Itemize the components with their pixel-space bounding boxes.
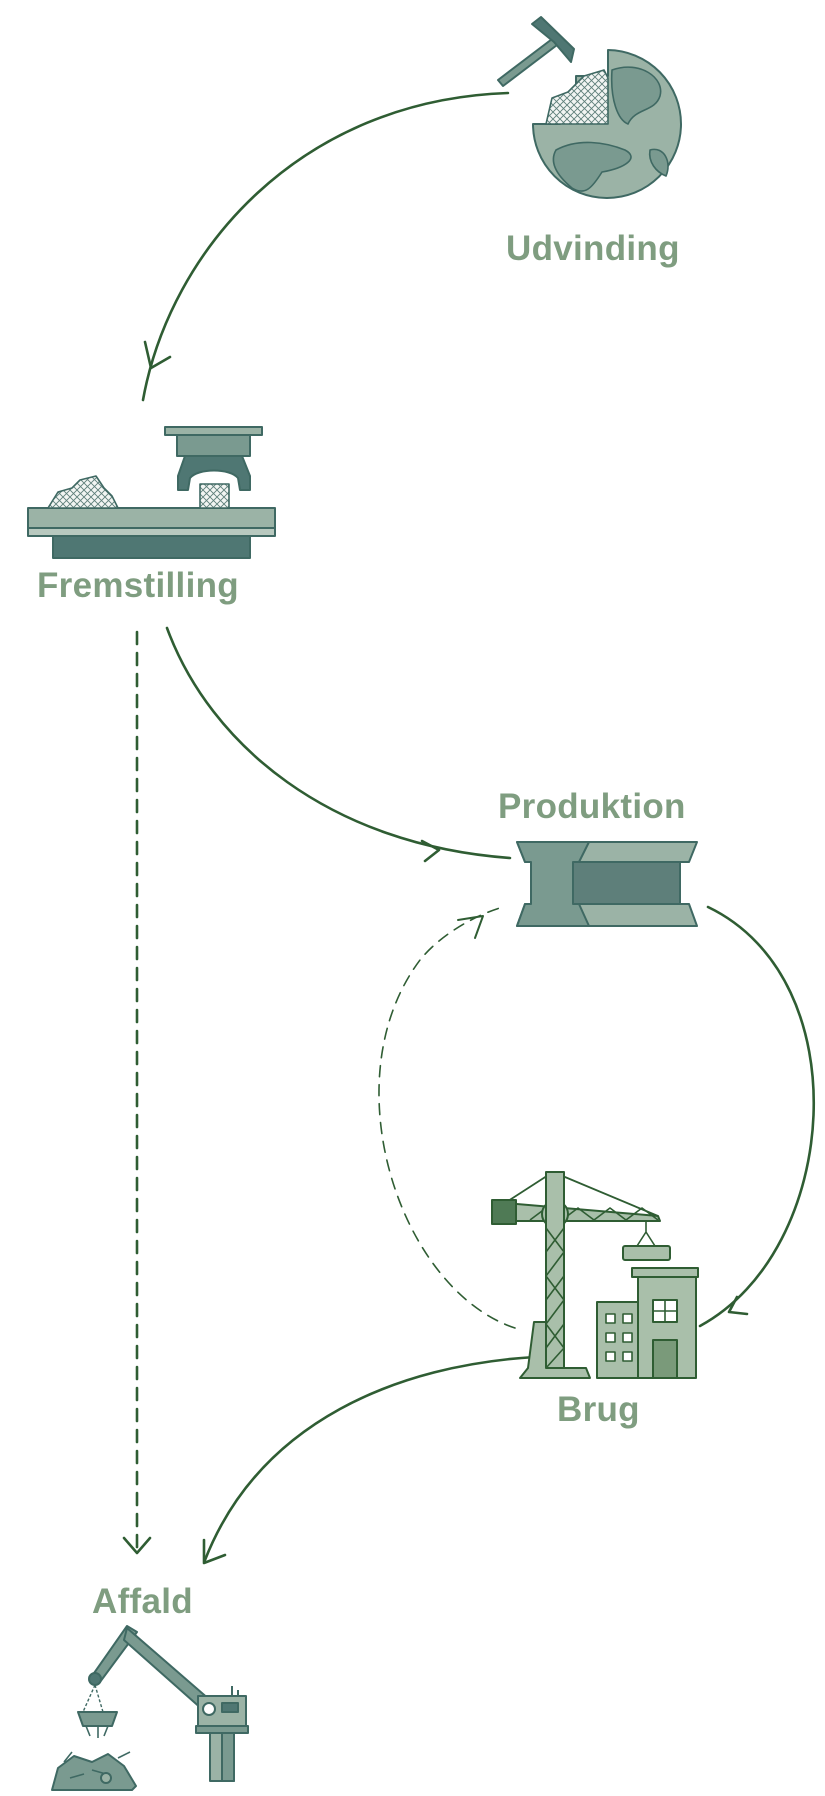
globe-with-pickaxe-icon — [497, 16, 682, 199]
node-label-fremstilling: Fremstilling — [37, 566, 239, 605]
arrow-brug-to-affald — [203, 1355, 537, 1562]
crane-and-building-icon — [491, 1171, 699, 1379]
steel-i-beam-icon — [516, 841, 698, 927]
arrowhead-affald-dashed — [122, 1536, 152, 1555]
arrowhead-produktion-in — [420, 839, 441, 863]
arrow-udvinding-to-fremstilling — [141, 91, 510, 402]
node-label-brug: Brug — [557, 1390, 640, 1429]
scrap-crane-icon — [51, 1625, 249, 1791]
arrowhead-produktion-dashed — [457, 915, 484, 939]
arrow-fremstilling-to-produktion — [165, 626, 512, 860]
node-label-affald: Affald — [92, 1582, 193, 1621]
arrowhead-brug-in — [727, 1295, 749, 1316]
arrow-produktion-to-brug — [698, 905, 816, 1328]
arrowhead-fremstilling — [143, 340, 172, 370]
arrow-brug-to-produktion-dashed — [378, 906, 516, 1329]
node-label-udvinding: Udvinding — [506, 229, 680, 268]
node-label-produktion: Produktion — [498, 787, 686, 826]
press-machine-icon — [27, 426, 276, 559]
arrowhead-affald — [202, 1538, 227, 1565]
